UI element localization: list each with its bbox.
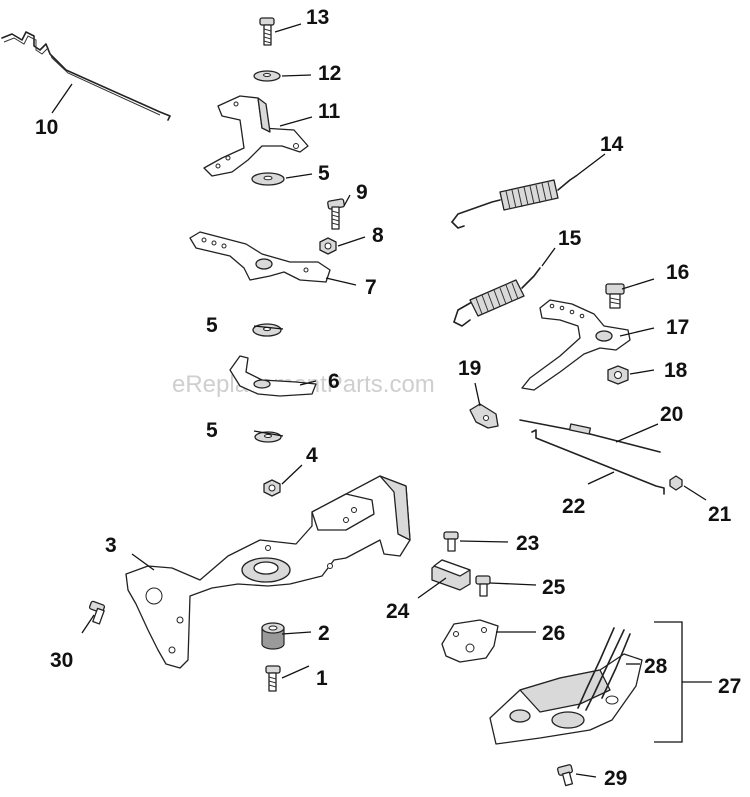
callout-5-top: 5 <box>318 162 330 185</box>
part-17-lever[interactable] <box>521 299 631 391</box>
part-1-screw[interactable] <box>265 665 281 692</box>
callout-30: 30 <box>50 649 73 672</box>
callout-12: 12 <box>318 62 341 85</box>
part-23-screw[interactable] <box>443 531 459 552</box>
callout-4: 4 <box>306 444 318 467</box>
part-24-clamp[interactable] <box>431 559 471 591</box>
part-21-nut[interactable] <box>669 475 683 491</box>
callout-25: 25 <box>542 576 566 599</box>
part-28-choke-wire[interactable] <box>577 627 631 711</box>
callout-11: 11 <box>318 100 341 123</box>
part-30-screw[interactable] <box>88 600 106 625</box>
part-12-washer[interactable] <box>253 70 281 82</box>
part-27-choke-assembly[interactable] <box>489 627 643 745</box>
part-11-bracket[interactable] <box>203 95 309 177</box>
callout-15: 15 <box>558 227 582 250</box>
callout-9: 9 <box>356 181 368 204</box>
callout-8: 8 <box>372 224 384 247</box>
part-16-bolt[interactable] <box>605 283 625 309</box>
callout-24: 24 <box>386 600 410 623</box>
part-3-control-bracket[interactable] <box>125 475 411 669</box>
callout-28: 28 <box>644 655 668 678</box>
part-13-screw[interactable] <box>259 17 275 46</box>
callout-5-middle: 5 <box>206 314 218 337</box>
callout-7: 7 <box>365 276 377 299</box>
part-20-rod[interactable] <box>519 419 661 453</box>
callout-5-lower: 5 <box>206 419 218 442</box>
part-9-bolt[interactable] <box>327 198 345 230</box>
part-5-washer-top[interactable] <box>251 172 285 186</box>
part-19-clip[interactable] <box>469 403 499 429</box>
part-4-nut[interactable] <box>263 479 281 497</box>
callout-20: 20 <box>660 403 683 426</box>
callout-14: 14 <box>600 133 624 156</box>
part-10-governor-rod[interactable] <box>1 31 171 121</box>
callout-3: 3 <box>105 534 117 557</box>
part-26-plate[interactable] <box>441 619 499 663</box>
leader-lines <box>51 23 712 778</box>
callout-numbers: 1 2 3 4 5 5 5 6 7 8 9 10 11 12 13 14 15 … <box>35 6 741 790</box>
callout-22: 22 <box>562 495 585 518</box>
part-15-spring[interactable] <box>453 267 541 327</box>
part-7-control-lever[interactable] <box>189 231 331 283</box>
callout-17: 17 <box>666 316 689 339</box>
callout-18: 18 <box>664 359 688 382</box>
callout-1: 1 <box>316 667 328 690</box>
callout-16: 16 <box>666 261 689 284</box>
callout-10: 10 <box>35 116 58 139</box>
callout-29: 29 <box>604 767 627 790</box>
callout-13: 13 <box>306 6 329 29</box>
part-14-spring[interactable] <box>451 175 577 229</box>
callout-2: 2 <box>318 622 330 645</box>
callout-21: 21 <box>708 503 732 526</box>
part-8-nut[interactable] <box>319 237 337 255</box>
part-29-screw[interactable] <box>557 764 574 787</box>
callout-19: 19 <box>458 357 481 380</box>
callout-26: 26 <box>542 622 565 645</box>
part-2-spacer[interactable] <box>261 622 285 650</box>
part-18-nut[interactable] <box>607 365 629 385</box>
part-22-rod[interactable] <box>531 429 665 495</box>
callout-23: 23 <box>516 532 539 555</box>
callout-27: 27 <box>718 675 741 698</box>
part-25-screw[interactable] <box>475 575 491 597</box>
callout-6: 6 <box>328 370 340 393</box>
